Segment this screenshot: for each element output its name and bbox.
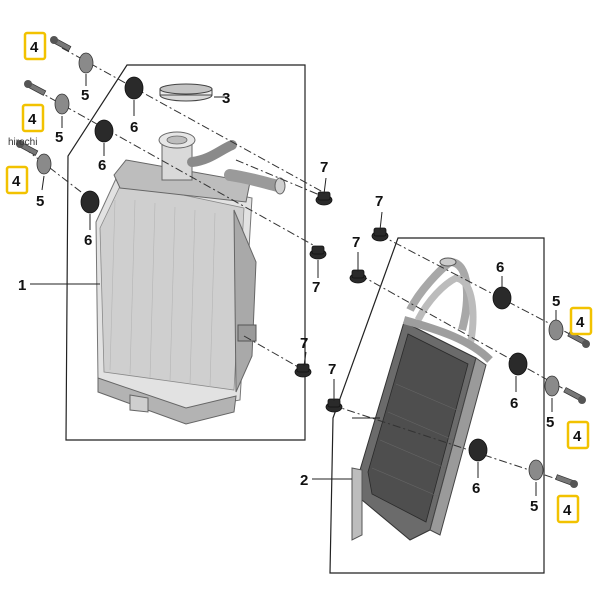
oil-cooler [351, 257, 493, 541]
callout-4: 4 [576, 314, 585, 331]
washer [528, 459, 544, 481]
rubber-mount [371, 227, 389, 242]
grommet [468, 438, 488, 462]
bolt [24, 80, 47, 96]
bolt [16, 140, 39, 156]
washer [548, 319, 564, 341]
callout-5: 5 [55, 129, 63, 146]
grommet [80, 190, 100, 214]
callout-6: 6 [130, 119, 138, 136]
radiator [95, 131, 286, 425]
callout-6: 6 [84, 232, 92, 249]
washer [544, 375, 560, 397]
callout-labels: 1 2 3 4 4 4 4 4 4 5 5 5 5 5 5 6 6 6 6 6 … [12, 39, 585, 519]
callout-6: 6 [496, 259, 504, 276]
callout-7: 7 [312, 279, 320, 296]
callout-6: 6 [472, 480, 480, 497]
rubber-mount [294, 363, 312, 378]
callout-5: 5 [530, 498, 538, 515]
callout-7: 7 [375, 193, 383, 210]
washer [78, 52, 94, 74]
highlight-boxes [5, 31, 593, 524]
callout-6: 6 [510, 395, 518, 412]
callout-4: 4 [12, 173, 21, 190]
frame-oil-cooler [329, 237, 545, 574]
grommet [508, 352, 528, 376]
callout-3: 3 [222, 90, 230, 107]
callout-5: 5 [36, 193, 44, 210]
washer [54, 93, 70, 115]
callout-7: 7 [328, 361, 336, 378]
washer [36, 153, 52, 175]
frame-radiator [65, 64, 306, 441]
rubber-mount [349, 269, 367, 284]
grommet-group [80, 76, 528, 462]
grommet [124, 76, 144, 100]
callout-7: 7 [352, 234, 360, 251]
callout-2: 2 [300, 472, 308, 489]
callout-5: 5 [546, 414, 554, 431]
callout-5: 5 [552, 293, 560, 310]
mount-group [294, 191, 389, 413]
radiator-cap [159, 83, 213, 102]
callout-4: 4 [28, 111, 37, 128]
washer-group [36, 52, 564, 481]
callout-7: 7 [320, 159, 328, 176]
rubber-mount [315, 191, 333, 206]
bolt [555, 474, 578, 488]
callout-7: 7 [300, 335, 308, 352]
grommet [492, 286, 512, 310]
bolt [563, 387, 586, 404]
callout-4: 4 [563, 502, 572, 519]
rubber-mount [309, 245, 327, 260]
leader-lines [30, 74, 557, 496]
callout-4: 4 [30, 39, 39, 56]
callout-6: 6 [98, 157, 106, 174]
callout-4: 4 [573, 428, 582, 445]
callout-1: 1 [18, 277, 26, 294]
watermark: hirochi [8, 137, 37, 148]
bolt [50, 36, 72, 52]
callout-5: 5 [81, 87, 89, 104]
grommet [94, 119, 114, 143]
